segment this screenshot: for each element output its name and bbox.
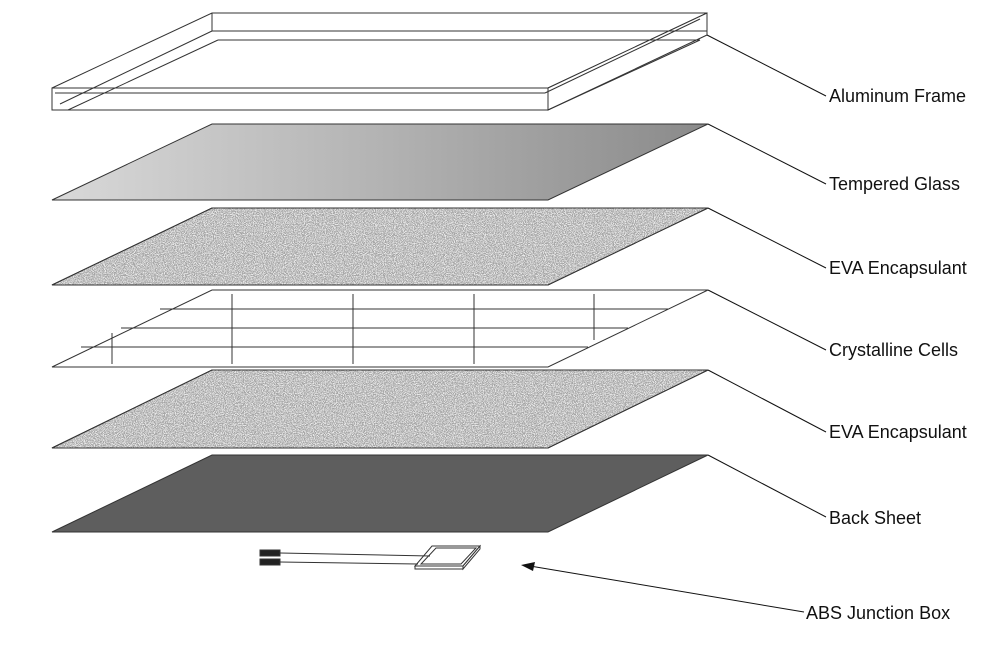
label-eva-encapsulant-top: EVA Encapsulant	[829, 258, 967, 278]
connector-positive-icon	[259, 549, 281, 557]
label-aluminum-frame: Aluminum Frame	[829, 86, 967, 106]
leader-tempered-glass	[707, 123, 827, 185]
label-junction-box: ABS Junction Box	[806, 603, 951, 623]
junction-box-assembly	[259, 544, 482, 571]
arrowhead-icon	[521, 562, 535, 571]
aluminum-frame-layer	[51, 12, 708, 111]
eva-encapsulant-bottom-layer	[51, 369, 709, 449]
crystalline-cells-layer	[51, 289, 709, 368]
label-crystalline-cells: Crystalline Cells	[829, 340, 959, 360]
back-sheet-layer	[51, 454, 709, 533]
leader-aluminum-frame	[706, 34, 827, 97]
leader-crystalline-cells	[707, 289, 827, 351]
connector-negative-icon	[259, 558, 281, 566]
label-back-sheet: Back Sheet	[829, 508, 922, 528]
leader-eva-bottom	[707, 369, 827, 433]
label-tempered-glass: Tempered Glass	[829, 174, 961, 194]
eva-encapsulant-top-layer	[51, 207, 709, 286]
leader-junction-box	[529, 565, 805, 613]
leader-eva-top	[707, 207, 827, 269]
tempered-glass-layer	[51, 123, 709, 201]
label-eva-encapsulant-bottom: EVA Encapsulant	[829, 422, 967, 442]
leader-lines	[521, 34, 827, 613]
leader-back-sheet	[707, 454, 827, 518]
